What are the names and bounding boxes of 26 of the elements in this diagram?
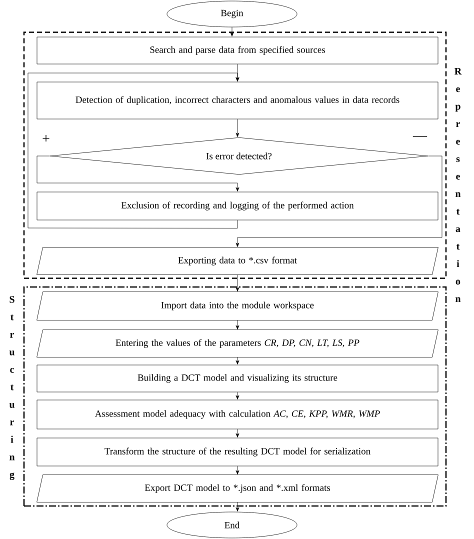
arrow <box>28 72 240 228</box>
arrow <box>236 320 240 330</box>
arrow <box>236 119 240 137</box>
process-box: Detection of duplication, incorrect characters and anomalous values in data records <box>36 82 438 120</box>
arrow <box>36 156 240 192</box>
arrow <box>236 502 240 512</box>
arrow <box>236 156 442 247</box>
data-parallelogram: Import data into the module workspace <box>36 292 438 320</box>
arrow <box>230 27 234 36</box>
process-box: Building a DCT model and visualizing its structure <box>36 364 438 392</box>
process-box: Assessment model adequacy with calculation AC, CE, KPP, WMR, WMP <box>36 400 438 430</box>
data-parallelogram: Export DCT model to *.json and *.xml formats <box>36 474 438 502</box>
process-box: Search and parse data from specified sources <box>36 36 438 64</box>
arrow <box>236 392 240 400</box>
process-box: Exclusion of recording and logging of the performed action <box>36 192 438 220</box>
node-label: Representation <box>454 68 462 302</box>
arrow <box>236 466 240 474</box>
node-label: Structuring <box>9 296 15 480</box>
arrow <box>236 274 240 292</box>
process-box: Transform the structure of the resulting DCT model for serialization <box>36 438 438 466</box>
arrow <box>236 429 240 438</box>
arrow <box>236 357 240 364</box>
data-parallelogram: Exporting data to *.csv format <box>36 247 438 275</box>
edge-label: + <box>41 134 51 144</box>
data-parallelogram: Entering the values of the parameters CR, DP, CN, LT, LS, PP <box>36 330 438 358</box>
edge-label: — <box>412 135 428 141</box>
